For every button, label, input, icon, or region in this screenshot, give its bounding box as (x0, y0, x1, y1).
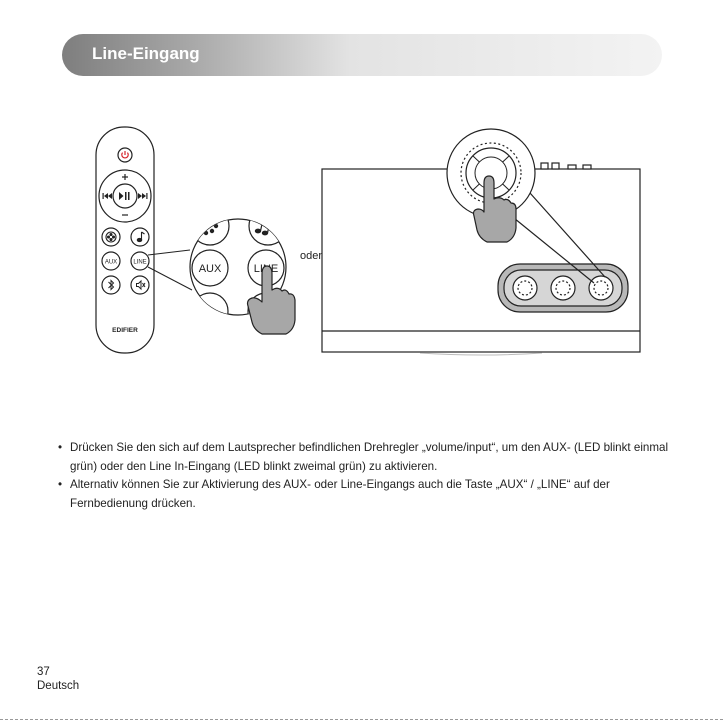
page-language: Deutsch (37, 680, 80, 692)
section-title: Line-Eingang (92, 44, 200, 63)
zoom-aux-button (191, 249, 229, 287)
mute-button (130, 275, 150, 295)
remote-line-label: LINE (133, 260, 146, 266)
speaker-top-button (540, 162, 549, 170)
speaker-base (419, 352, 543, 356)
speaker-top-button (567, 164, 577, 170)
remote-control (95, 126, 155, 354)
zoom-aux-label: AUX (199, 263, 222, 275)
knob-zoom-circle (446, 128, 536, 218)
instruction-list: Drücken Sie den sich auf dem Lautspreche… (58, 439, 678, 513)
volume-input-knob (588, 275, 614, 301)
instruction-item: Alternativ können Sie zur Aktivierung de… (58, 476, 678, 513)
knob-callout-lines (508, 192, 606, 284)
zoom-film-button (190, 219, 230, 246)
knob-hand-pointer-icon (472, 175, 517, 243)
power-icon (121, 151, 129, 159)
mute-icon (136, 279, 146, 291)
zoom-callout-lines (147, 249, 193, 291)
film-mode-button (101, 227, 121, 247)
speaker (321, 162, 641, 353)
section-header-bar (62, 34, 662, 76)
line-button (130, 251, 150, 271)
instruction-item: Drücken Sie den sich auf dem Lautspreche… (58, 439, 678, 476)
previous-track-icon (102, 193, 112, 199)
bass-knob (550, 275, 576, 301)
music-mode-button (130, 227, 150, 247)
hand-pointer-icon (246, 265, 296, 335)
speaker-top-button (582, 164, 592, 170)
speaker-top-button (551, 162, 560, 170)
separator-word: oder (300, 250, 322, 262)
treble-knob (512, 275, 538, 301)
bottom-rule (0, 719, 723, 720)
volume-up-icon (122, 174, 128, 180)
zoom-music-button (248, 219, 286, 246)
film-reel-icon (105, 231, 117, 243)
remote-aux-label: AUX (105, 260, 117, 266)
remote-brand: EDIFIER (112, 327, 138, 334)
next-track-icon (138, 193, 148, 199)
page-number: 37 (37, 666, 50, 678)
power-button (117, 147, 133, 163)
play-pause-icon (119, 192, 130, 200)
aux-button (101, 251, 121, 271)
bluetooth-icon (108, 279, 115, 291)
music-note-icon (136, 231, 145, 243)
